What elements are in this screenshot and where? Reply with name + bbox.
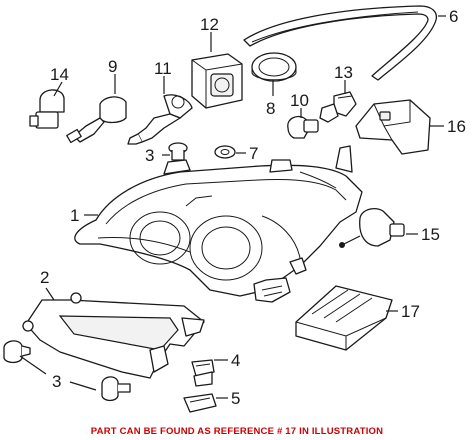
- callout-3-upper: 3: [145, 146, 154, 165]
- part-3-bolts-lower: [3, 340, 131, 402]
- callout-17: 17: [401, 302, 420, 321]
- part-17-control-module: [295, 285, 393, 351]
- leader-lines: [19, 15, 446, 399]
- callout-10: 10: [290, 91, 309, 110]
- part-16-cover: [355, 99, 431, 155]
- callout-14: 14: [50, 65, 69, 84]
- callout-12: 12: [200, 15, 219, 34]
- part-10-small-bulb: [287, 115, 319, 139]
- callout-3-lower: 3: [52, 372, 61, 391]
- part-2-mounting-frame: [22, 292, 205, 379]
- part-1-headlight-assembly: [74, 145, 363, 303]
- part-6-trim-strip: [243, 5, 438, 81]
- callout-13: 13: [334, 63, 353, 82]
- callout-7: 7: [249, 144, 258, 163]
- part-5-clip-nut: [183, 393, 217, 413]
- callout-1: 1: [70, 206, 79, 225]
- part-7-washer: [214, 145, 236, 159]
- callout-numbers: 1 2 3 3 4 5 6 7 8 9 10 11 12 13 14 15 16…: [40, 7, 466, 408]
- callout-16: 16: [447, 117, 466, 136]
- part-15-leveling-motor: [339, 207, 405, 248]
- callout-4: 4: [231, 351, 240, 370]
- callout-9: 9: [108, 57, 117, 76]
- part-8-ring-seal: [251, 52, 297, 82]
- footer-note: PART CAN BE FOUND AS REFERENCE # 17 IN I…: [90, 426, 384, 437]
- part-13-bulb-socket: [319, 91, 357, 123]
- callout-2: 2: [40, 268, 49, 287]
- part-12-control-unit: [191, 53, 243, 109]
- callout-5: 5: [231, 389, 240, 408]
- callout-11: 11: [154, 59, 172, 78]
- part-11-xenon-bulb: [127, 94, 193, 145]
- part-4-nut: [191, 359, 215, 387]
- callout-6: 6: [449, 7, 458, 26]
- callout-15: 15: [421, 225, 440, 244]
- part-9-halogen-bulb: [66, 96, 127, 144]
- part-14-bulb: [29, 89, 65, 129]
- callout-8: 8: [266, 99, 275, 118]
